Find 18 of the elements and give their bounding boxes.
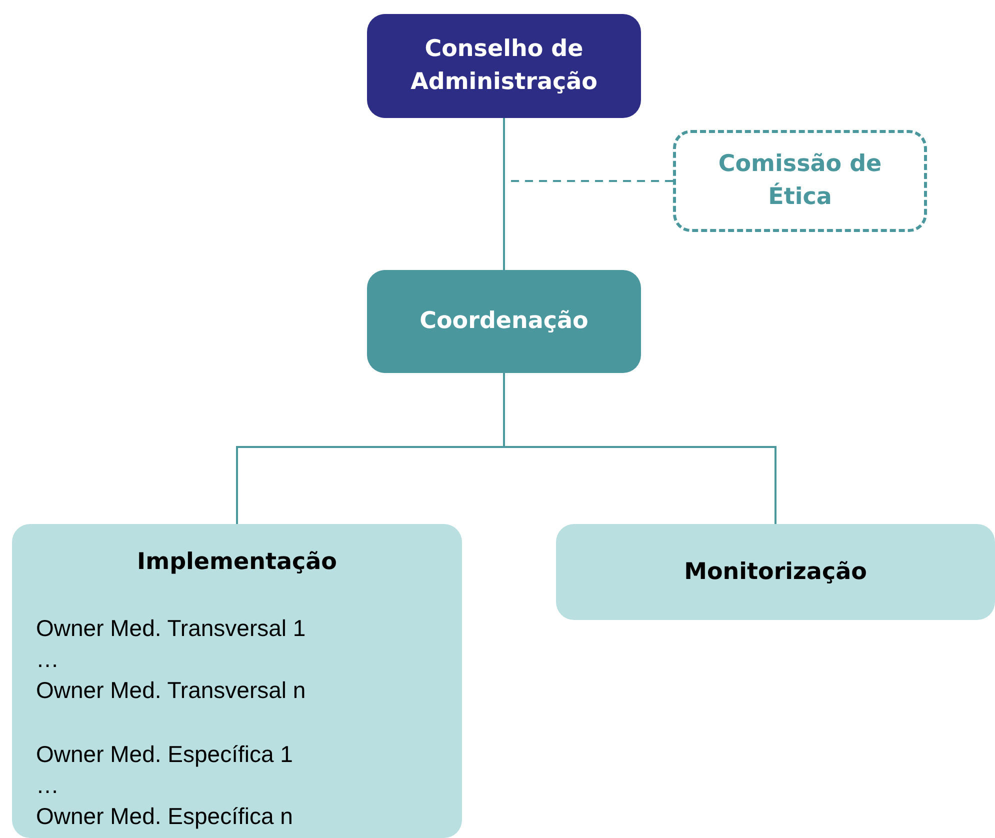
box-title: Monitorização — [684, 558, 867, 586]
dashed-box — [673, 130, 927, 232]
org-panel — [12, 524, 462, 838]
member-item: Owner Med. Específica 1 — [36, 740, 293, 769]
box-title: Conselho de Administração — [410, 35, 598, 97]
dashed-connector — [503, 180, 673, 270]
box-title: Comissão de Ética — [717, 150, 883, 212]
connector-line — [503, 373, 776, 524]
member-item: … — [36, 771, 59, 800]
org-box — [556, 524, 995, 620]
box-title: Coordenação — [420, 307, 588, 336]
member-item: Owner Med. Transversal 1 — [36, 614, 306, 643]
member-item: … — [36, 645, 59, 674]
member-item: Owner Med. Transversal n — [36, 676, 306, 705]
member-item: Owner Med. Específica n — [36, 802, 293, 831]
org-box — [367, 14, 641, 118]
box-title: Implementação — [137, 548, 337, 577]
org-box — [367, 270, 641, 373]
